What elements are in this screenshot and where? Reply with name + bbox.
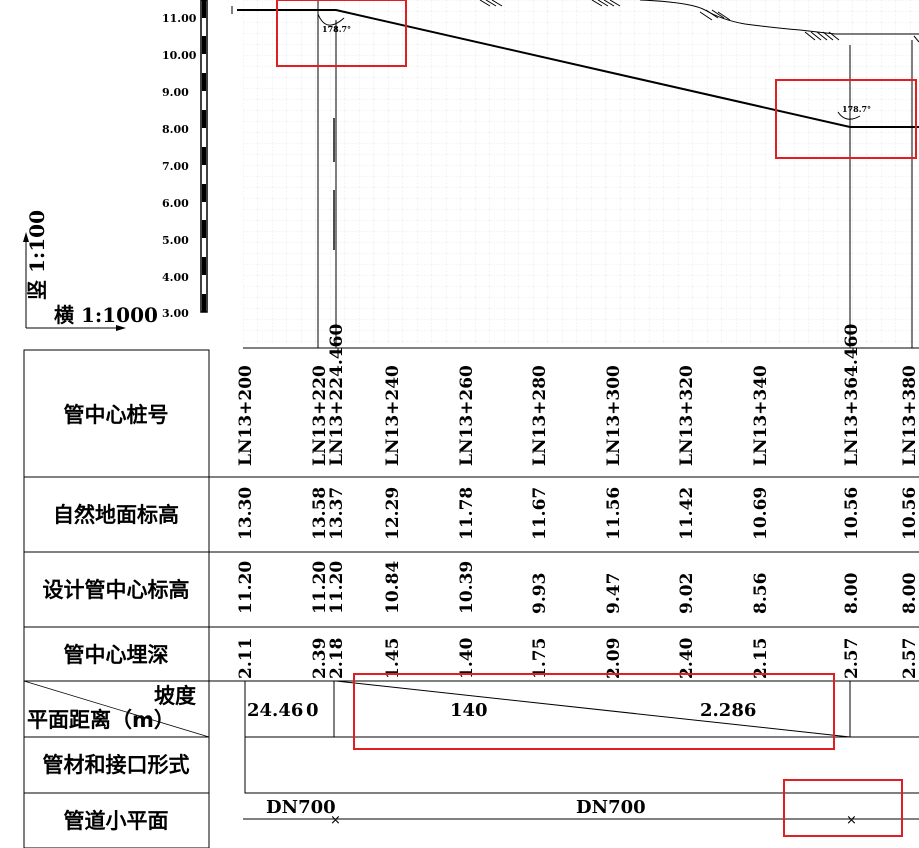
ground-value: 13.58 [310,487,330,540]
design-value: 8.00 [900,572,919,614]
station-value: LN13+340 [751,365,771,466]
design-value: 8.56 [751,573,771,614]
angle-markers [317,13,861,120]
row-header-station: 管中心桩号 [64,403,169,427]
depth-value: 2.11 [236,638,256,679]
row-header-plan: 管道小平面 [64,809,169,833]
depth-value: 2.15 [751,638,771,679]
design-value: 10.84 [383,561,403,614]
station-value: LN13+220 [310,365,330,466]
row-header-material: 管材和接口形式 [43,753,190,777]
station-value: LN13+320 [677,365,697,466]
segment-distance: 140 [450,700,488,721]
elevation-tick-labels: 11.00 10.00 9.00 8.00 7.00 6.00 5.00 4.0… [162,12,197,320]
plan-row: DN700 DN700 × × [266,797,857,828]
angle-label: 178.7° [842,104,871,114]
highlight-box [276,0,407,67]
ground-value: 10.56 [900,487,919,540]
ground-surface [479,0,919,43]
design-value: 8.00 [842,572,862,614]
segment-values: 24.46 0 140 2.286 [247,700,756,721]
design-elevation-values: 11.20 11.20 11.20 10.84 10.39 9.93 9.47 … [236,561,919,614]
elev-tick: 11.00 [162,12,197,25]
row-header-design: 设计管中心标高 [43,578,190,602]
station-guides [317,0,913,348]
scale-indicator: 竖 1:100 横 1:1000 [23,210,158,331]
depth-value: 1.75 [530,638,550,679]
segment-slope: 0 [306,700,319,721]
ground-elevation-values: 13.30 13.58 13.37 12.29 11.78 11.67 11.5… [236,487,919,540]
highlight-box [353,673,835,750]
depth-value: 2.18 [327,638,347,679]
station-value: LN13+260 [457,365,477,466]
joint-marker-icon: × [330,813,341,828]
ground-value: 13.30 [236,487,256,540]
ground-value: 10.56 [842,487,862,540]
ground-value: 11.67 [530,487,550,540]
depth-value: 2.57 [900,638,919,679]
pipe-spec-label: DN700 [576,797,646,818]
row-header-ground: 自然地面标高 [53,503,179,527]
elev-tick: 10.00 [162,49,197,62]
segment-distance: 24.46 [247,700,303,721]
pipe-spec-label: DN700 [266,797,336,818]
design-value: 11.20 [327,561,347,614]
elev-tick: 3.00 [162,307,189,320]
design-pipe-line [231,6,919,128]
station-value: LN13+240 [383,365,403,466]
depth-value: 2.57 [842,638,862,679]
joint-marker-icon: × [846,813,857,828]
ground-value: 11.56 [604,487,624,540]
elev-tick: 4.00 [162,271,189,284]
vertical-scale-label: 竖 1:100 [25,210,49,300]
profile-table-frame [23,347,919,848]
station-value: LN13+200 [236,365,256,466]
design-value: 10.39 [457,561,477,614]
station-value: LN13+380 [900,365,919,466]
depth-value: 1.40 [457,637,477,679]
elev-tick: 9.00 [162,86,189,99]
station-value: LN13+364.460 [842,324,862,466]
ground-value: 11.42 [677,487,697,540]
station-values: LN13+200 LN13+220 LN13+224.460 LN13+240 … [236,324,919,466]
row-header-distance: 平面距离（m） [27,708,175,732]
depth-value: 1.45 [383,638,403,679]
design-value: 9.93 [530,573,550,614]
ground-value: 11.78 [457,487,477,540]
station-value: LN13+300 [604,365,624,466]
depth-value: 2.40 [677,637,697,679]
segment-slope: 2.286 [700,700,756,721]
highlight-box [775,79,917,159]
depth-value: 2.09 [604,638,624,679]
design-value: 9.02 [677,573,697,614]
profile-grid [243,0,919,345]
row-headers: 管中心桩号 自然地面标高 设计管中心标高 管中心埋深 坡度 平面距离（m） 管材… [27,403,196,833]
design-value: 9.47 [604,573,624,614]
station-value: LN13+280 [530,365,550,466]
row-header-depth: 管中心埋深 [64,643,169,667]
elevation-scale-bar [200,0,208,313]
station-value: LN13+224.460 [327,324,347,466]
ground-value: 12.29 [383,487,403,540]
depth-value: 2.39 [310,638,330,679]
elev-tick: 6.00 [162,197,189,210]
design-value: 11.20 [236,561,256,614]
depth-values: 2.11 2.39 2.18 1.45 1.40 1.75 2.09 2.40 … [236,637,919,679]
angle-label: 178.7° [322,24,351,34]
row-header-slope: 坡度 [154,684,196,708]
elev-tick: 8.00 [162,123,189,136]
elev-tick: 7.00 [162,160,189,173]
ground-value: 13.37 [327,487,347,540]
horizontal-scale-label: 横 1:1000 [54,303,158,327]
highlight-box [783,779,903,837]
design-value: 11.20 [310,561,330,614]
ground-value: 10.69 [751,487,771,540]
elev-tick: 5.00 [162,234,189,247]
